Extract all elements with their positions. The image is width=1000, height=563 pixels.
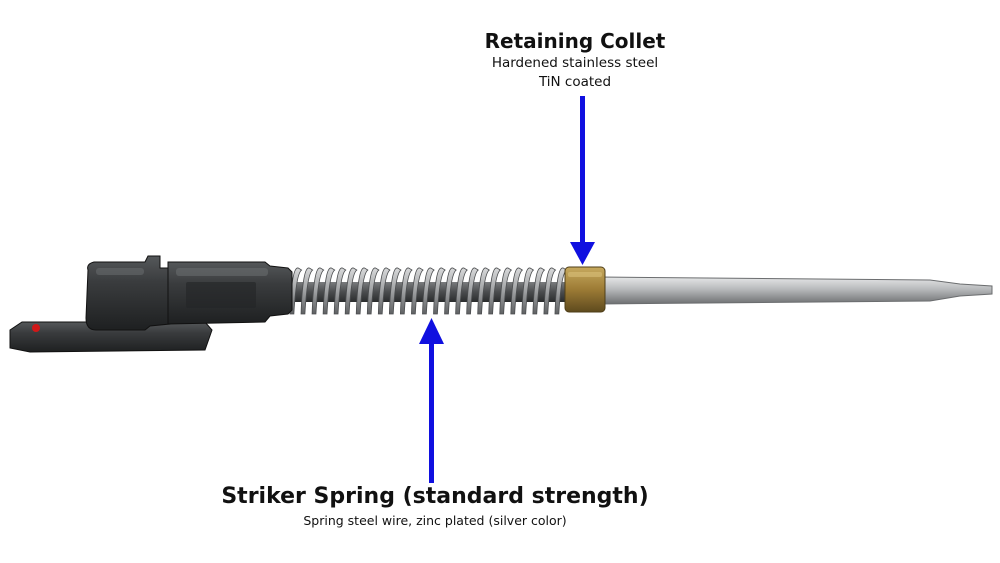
spring-coil <box>355 267 369 315</box>
spring-coil <box>422 267 435 315</box>
spring-coil <box>311 267 325 315</box>
collet-callout-title: Retaining Collet <box>484 29 666 53</box>
striker-body <box>9 255 293 353</box>
spring-coil <box>532 267 546 315</box>
spring-coil <box>543 267 557 315</box>
spring-coil <box>433 267 446 315</box>
collet-coating-line: TiN coated <box>538 74 612 90</box>
spring-coil <box>499 267 513 315</box>
spring-coil <box>377 267 391 315</box>
spring-coil <box>399 267 413 315</box>
spring-arrow <box>419 318 444 483</box>
spring-coil <box>477 267 490 315</box>
collet-arrow <box>570 96 595 265</box>
spring-coil <box>521 267 535 315</box>
spring-coil <box>333 267 347 315</box>
collet-material-line: Hardened stainless steel <box>491 55 659 71</box>
retaining-collet <box>564 266 606 313</box>
spring-callout-title: Striker Spring (standard strength) <box>221 484 649 509</box>
spring-material-line: Spring steel wire, zinc plated (silver c… <box>303 513 567 528</box>
spring-coil <box>411 267 424 315</box>
loaded-indicator <box>32 324 40 332</box>
collet-callout: Retaining Collet Hardened stainless stee… <box>440 28 710 92</box>
spring-coil <box>388 267 402 315</box>
spring-coil <box>344 267 358 315</box>
spring-coil <box>444 267 457 315</box>
spring-coil <box>322 267 336 315</box>
spring-coil <box>488 267 502 315</box>
spring-coil <box>300 267 314 315</box>
spring-coil <box>455 267 468 315</box>
spring-coil <box>366 267 380 315</box>
spring-callout: Striker Spring (standard strength) Sprin… <box>200 483 670 530</box>
collet-highlight <box>568 272 602 277</box>
firing-pin <box>599 276 993 305</box>
spring-coil <box>466 267 479 315</box>
spring-coil <box>510 267 524 315</box>
